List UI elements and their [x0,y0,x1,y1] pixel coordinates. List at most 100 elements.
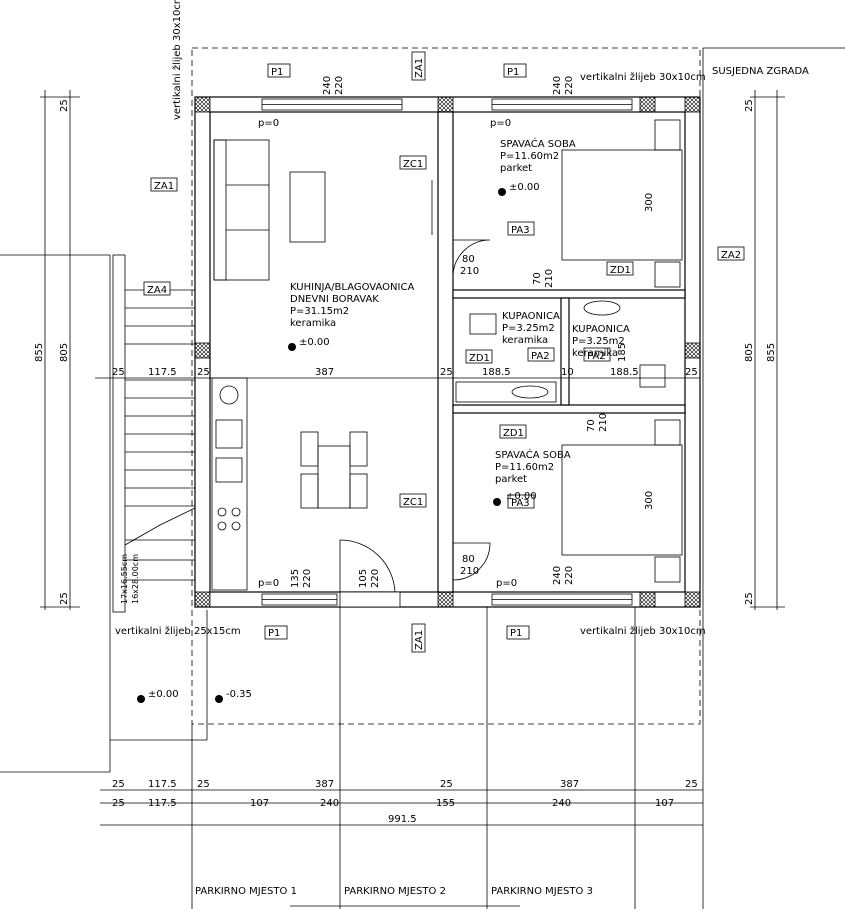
note-vertical-zlijeb-top-right: vertikalni žlijeb 30x10cm [580,71,706,83]
tag-pa3-bottom: PA3 [511,498,530,509]
door-70-top: 70 [532,272,543,285]
dim-right-25-bottom: 25 [744,592,755,605]
dim-mid-h: 188.5 [610,367,639,378]
note-vertical-zlijeb-bottom-left: vertikalni žlijeb 25x15cm [115,625,241,637]
tag-zd1-mid: ZD1 [469,353,490,364]
level-marker-outside-0 [137,695,145,703]
room-living-level: ±0.00 [299,337,330,348]
level-outside-minus: -0.35 [226,689,252,700]
room-bed-bottom-floor: parket [495,474,527,485]
tag-p1-bottom-right: P1 [510,628,522,639]
dim-right-855: 855 [766,343,777,362]
level-p0-bottom-right: p=0 [496,578,517,589]
door-185: 185 [617,343,628,362]
tag-pa2-left: PA2 [531,351,550,362]
opening-w220-bottom-left: 220 [302,569,313,588]
room-bed-top-bed-dim: 300 [644,193,655,212]
tag-zd1-top: ZD1 [610,265,631,276]
tag-zc1-bottom: ZC1 [403,497,423,508]
dim-bottom1-5: 25 [440,779,453,790]
tag-p1-bottom-left: P1 [268,628,280,639]
dim-mid-g: 10 [561,367,574,378]
dim-mid-i: 25 [685,367,698,378]
tag-za1-bottom: ZA1 [414,630,425,650]
room-bath-left-area: P=3.25m2 [502,323,555,334]
room-living-area: P=31.15m2 [290,306,349,317]
door-210-bottom: 210 [460,566,479,577]
parking-area [191,607,636,909]
dim-bottom1-6: 387 [560,779,579,790]
interior-walls [261,98,686,608]
level-outside-0: ±0.00 [148,689,179,700]
door-210-top-bath: 210 [544,269,555,288]
stairs [112,254,196,613]
level-marker-outside-minus [215,695,223,703]
parking-1-label: PARKIRNO MJESTO 1 [195,886,297,897]
door-70-bottom: 70 [586,419,597,432]
dim-bottom1-4: 387 [315,779,334,790]
opening-w240-top-left: 240 [322,76,333,95]
opening-w220-top-right: 220 [564,76,575,95]
stairs-label-2: 16x28.00cm [131,554,140,604]
level-marker-living [288,343,296,351]
label-neighbour-building: SUSJEDNA ZGRADA [712,66,809,77]
opening-w105: 105 [358,569,369,588]
level-marker-bed-top [498,188,506,196]
room-bath-right-area: P=3.25m2 [572,336,625,347]
note-vertical-zlijeb-bottom-right: vertikalni žlijeb 30x10cm [580,625,706,637]
room-bed-top-floor: parket [500,163,532,174]
room-bath-left-name: KUPAONICA [502,311,560,322]
level-p0-top-left: p=0 [258,118,279,129]
tag-p1-top-left: P1 [271,67,283,78]
room-living-name-2: DNEVNI BORAVAK [290,294,379,305]
parking-3-label: PARKIRNO MJESTO 3 [491,886,593,897]
level-marker-bed-bottom [493,498,501,506]
room-bed-top-name: SPAVAĆA SOBA [500,137,576,150]
door-80-top: 80 [462,254,475,265]
dim-left-25-top: 25 [59,99,70,112]
tag-zc1-top: ZC1 [403,159,423,170]
door-210-top: 210 [460,266,479,277]
dim-bottom2-6: 240 [552,798,571,809]
dim-right-805: 805 [744,343,755,362]
level-p0-top-right: p=0 [490,118,511,129]
dim-mid-a: 25 [112,367,125,378]
room-bath-right-name: KUPAONICA [572,324,630,335]
door-80-bottom: 80 [462,554,475,565]
tag-za4: ZA4 [147,285,167,296]
level-p0-bottom-left: p=0 [258,578,279,589]
dim-bottom2-1: 25 [112,798,125,809]
dim-right-25-top: 25 [744,99,755,112]
dim-bottom2-5: 155 [436,798,455,809]
dim-left-855: 855 [34,343,45,362]
furniture [211,119,683,591]
dim-bottom2-7: 107 [655,798,674,809]
room-bed-bottom-name: SPAVAĆA SOBA [495,448,571,461]
dim-mid-d: 387 [315,367,334,378]
dim-bottom2-4: 240 [320,798,339,809]
tag-za2: ZA2 [721,250,741,261]
room-bed-bottom-area: P=11.60m2 [495,462,554,473]
dim-mid-b: 117.5 [148,367,177,378]
room-bath-left-floor: keramika [502,335,548,346]
tag-pa2-right: PA2 [587,351,606,362]
room-living-name-1: KUHINJA/BLAGOVAONICA [290,282,414,293]
dim-mid-f: 188.5 [482,367,511,378]
tag-za1-left: ZA1 [154,181,174,192]
room-bath-right-floor: keramika [572,348,618,359]
tag-zd1-bottom: ZD1 [503,428,524,439]
dim-mid-e: 25 [440,367,453,378]
tag-pa3-top: PA3 [511,225,530,236]
opening-w135: 135 [290,569,301,588]
dim-bottom1-1: 25 [112,779,125,790]
opening-w220-door: 220 [370,569,381,588]
room-bed-bottom-level: ±0.00 [506,491,537,502]
dim-left-805: 805 [59,343,70,362]
parking-2-label: PARKIRNO MJESTO 2 [344,886,446,897]
opening-w240-top-right: 240 [552,76,563,95]
opening-w220-top-left: 220 [334,76,345,95]
opening-w220-bottom-right: 220 [564,566,575,585]
tag-p1-top-right: P1 [507,67,519,78]
room-bed-bottom-bed-dim: 300 [644,491,655,510]
